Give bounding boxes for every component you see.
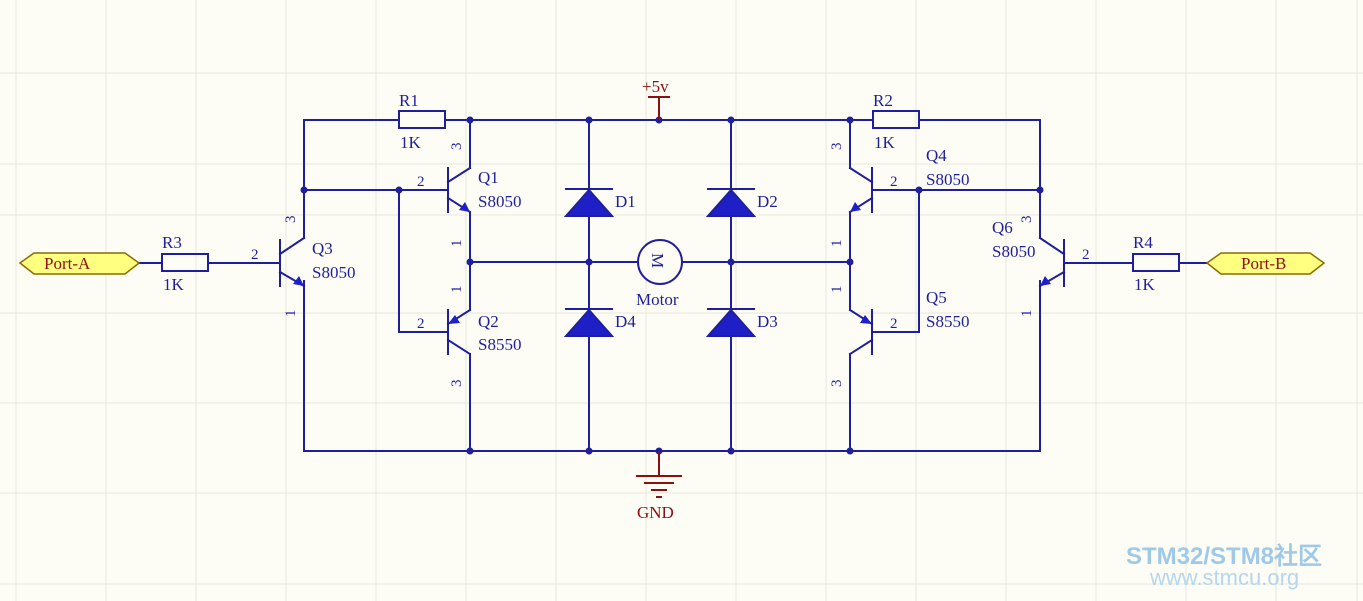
q2-ref: Q2 — [478, 312, 499, 331]
resistor-r2: R2 1K — [872, 91, 920, 152]
d1-label: D1 — [615, 192, 636, 211]
transistor-q5: Q5 S8550 1 2 3 — [829, 286, 969, 388]
motor-symbol: M — [648, 253, 667, 268]
port-a-label: Port-A — [44, 254, 91, 273]
r2-value: 1K — [874, 133, 896, 152]
q2-pin-3: 3 — [449, 380, 465, 388]
motor-label: Motor — [636, 290, 679, 309]
q1-part: S8050 — [478, 192, 521, 211]
port-b: Port-B — [1205, 252, 1326, 275]
transistor-q2: Q2 S8550 1 2 3 — [417, 286, 521, 388]
diode-d4: D4 — [563, 308, 636, 337]
wires — [138, 119, 1208, 452]
q1-ref: Q1 — [478, 168, 499, 187]
q3-pin-3: 3 — [283, 216, 299, 224]
r3-value: 1K — [163, 275, 185, 294]
resistor-r3: R3 1K — [161, 233, 209, 294]
transistor-q4: Q4 S8050 3 2 1 — [829, 143, 969, 248]
port-b-label: Port-B — [1241, 254, 1286, 273]
q6-pin-1: 1 — [1019, 310, 1035, 318]
ground-symbol: GND — [636, 451, 682, 522]
q6-pin-3: 3 — [1019, 216, 1035, 224]
q1-pin-3: 3 — [449, 143, 465, 151]
q4-ref: Q4 — [926, 146, 947, 165]
diode-d3: D3 — [705, 308, 778, 337]
q3-ref: Q3 — [312, 239, 333, 258]
q1-pin-1: 1 — [449, 240, 465, 248]
r1-value: 1K — [400, 133, 422, 152]
q3-pin-2: 2 — [251, 247, 259, 263]
watermark-line2: www.stmcu.org — [1149, 565, 1299, 590]
transistor-q6: Q6 S8050 3 2 1 — [992, 216, 1090, 318]
supply-label: +5v — [642, 77, 669, 96]
watermark: STM32/STM8社区 www.stmcu.org — [1126, 542, 1322, 590]
q5-part: S8550 — [926, 312, 969, 331]
transistor-q3: Q3 S8050 3 2 1 — [251, 216, 355, 318]
transistor-q1: Q1 S8050 3 2 1 — [417, 143, 521, 248]
r1-ref: R1 — [399, 91, 419, 110]
q2-pin-2: 2 — [417, 316, 425, 332]
q1-pin-2: 2 — [417, 174, 425, 190]
junction-dots — [300, 116, 1044, 455]
d4-label: D4 — [615, 312, 636, 331]
q2-part: S8550 — [478, 335, 521, 354]
q6-ref: Q6 — [992, 218, 1013, 237]
supply-symbol: +5v — [642, 77, 670, 120]
watermark-line1: STM32/STM8社区 — [1126, 542, 1322, 570]
q5-pin-3: 3 — [829, 380, 845, 388]
q4-pin-3: 3 — [829, 143, 845, 151]
r4-ref: R4 — [1133, 233, 1153, 252]
r4-value: 1K — [1134, 275, 1156, 294]
q4-pin-1: 1 — [829, 240, 845, 248]
q5-pin-2: 2 — [890, 316, 898, 332]
q5-pin-1: 1 — [829, 286, 845, 294]
r2-ref: R2 — [873, 91, 893, 110]
q6-part: S8050 — [992, 242, 1035, 261]
q3-part: S8050 — [312, 263, 355, 282]
d3-label: D3 — [757, 312, 778, 331]
diode-d2: D2 — [705, 188, 778, 217]
resistor-r1: R1 1K — [398, 91, 446, 152]
d2-label: D2 — [757, 192, 778, 211]
q2-pin-1: 1 — [449, 286, 465, 294]
q6-pin-2: 2 — [1082, 247, 1090, 263]
q4-part: S8050 — [926, 170, 969, 189]
diode-d1: D1 — [563, 188, 636, 217]
ground-label: GND — [637, 503, 674, 522]
q5-ref: Q5 — [926, 288, 947, 307]
q3-pin-1: 1 — [283, 310, 299, 318]
r3-ref: R3 — [162, 233, 182, 252]
resistor-r4: R4 1K — [1132, 233, 1180, 294]
motor: M Motor — [636, 239, 683, 309]
q4-pin-2: 2 — [890, 174, 898, 190]
port-a: Port-A — [18, 252, 141, 275]
